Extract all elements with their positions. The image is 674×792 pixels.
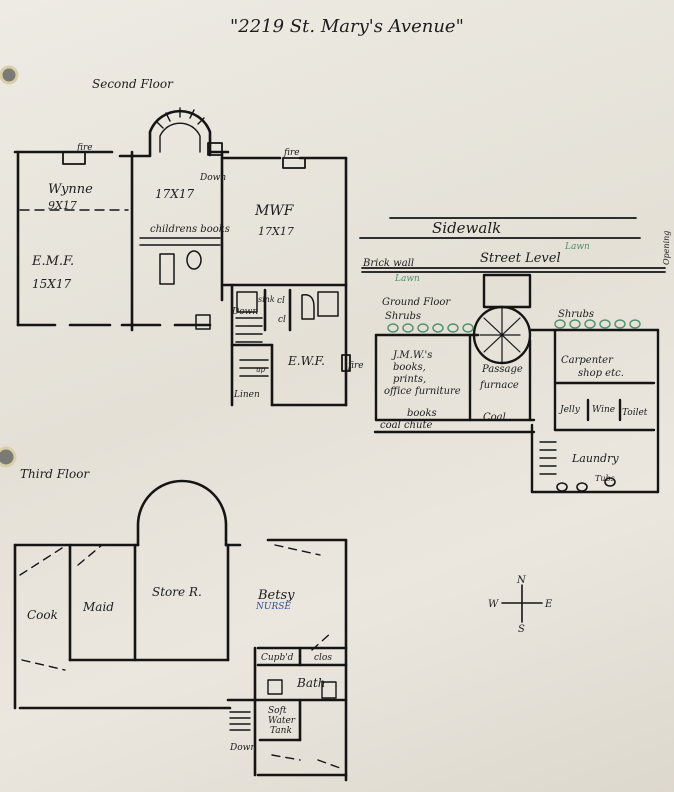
laundry-label: Laundry bbox=[571, 452, 619, 465]
room-emf: E.M.F. bbox=[31, 254, 74, 269]
opening-label: Opening bbox=[662, 231, 671, 265]
third-floor-fixtures bbox=[267, 679, 337, 699]
room-store: Store R. bbox=[152, 585, 202, 599]
room-nurse: NURSE bbox=[255, 602, 291, 612]
down-label-2: Down bbox=[231, 307, 258, 317]
ground-floor-walls bbox=[373, 273, 660, 494]
lawn-label-2: Lawn bbox=[394, 274, 420, 284]
coal-chute-label: coal chute bbox=[380, 420, 432, 431]
closet-label-2: cl bbox=[278, 315, 286, 325]
books-label: books bbox=[407, 408, 437, 419]
lawn-label-1: Lawn bbox=[564, 242, 590, 252]
shrubs-label-1: Shrubs bbox=[385, 311, 421, 322]
carpenter-shop-line2: shop etc. bbox=[578, 368, 624, 379]
room-ewf: E.W.F. bbox=[287, 354, 325, 368]
compass-w: W bbox=[488, 599, 499, 610]
compass-s: S bbox=[518, 624, 525, 635]
fire-label-3: fire bbox=[347, 361, 364, 371]
down-label-3: Down bbox=[229, 743, 256, 753]
jmw-books-line3: prints, bbox=[393, 374, 426, 385]
room-mwf-size: 17X17 bbox=[258, 225, 294, 238]
room-wynne-size: 9X17 bbox=[48, 199, 77, 212]
linen-label: Linen bbox=[233, 390, 260, 400]
binder-hole-top bbox=[0, 65, 19, 85]
closet-label-3: clos bbox=[314, 653, 332, 663]
room-childrens-books: childrens books bbox=[150, 224, 230, 235]
jmw-books-line1: J.M.W.'s bbox=[391, 350, 432, 361]
down-label-1: Down bbox=[199, 173, 226, 183]
second-floor-fixtures bbox=[139, 237, 339, 377]
cupboard-label: Cupb'd bbox=[261, 653, 294, 663]
third-floor-heading: Third Floor bbox=[20, 467, 90, 481]
third-floor-dashed bbox=[19, 544, 341, 769]
fireplace-icons-second bbox=[62, 142, 351, 372]
soft-water-tank-line3: Tank bbox=[270, 726, 292, 736]
passage-label: Passage bbox=[481, 364, 523, 375]
tubs-icons bbox=[556, 477, 616, 492]
sink-label: sink bbox=[258, 295, 275, 304]
jelly-label: Jelly bbox=[558, 405, 581, 415]
stairs-third bbox=[229, 711, 251, 731]
room-maid: Maid bbox=[82, 600, 114, 614]
jmw-books-line4: office furniture bbox=[384, 386, 461, 397]
soft-water-tank-line2: Water bbox=[268, 716, 296, 726]
page-title: "2219 St. Mary's Avenue" bbox=[230, 16, 464, 37]
room-wynne: Wynne bbox=[48, 182, 93, 197]
second-floor-heading: Second Floor bbox=[92, 77, 174, 91]
compass-n: N bbox=[516, 575, 527, 586]
room-mwf: MWF bbox=[254, 203, 295, 219]
street-level-label: Street Level bbox=[480, 251, 561, 266]
binder-hole-bottom bbox=[0, 446, 17, 468]
room-emf-size: 15X17 bbox=[32, 277, 71, 291]
wine-label: Wine bbox=[592, 405, 615, 415]
coal-label: Coal bbox=[483, 412, 506, 423]
second-floor-walls bbox=[13, 107, 348, 407]
jmw-books-line2: books, bbox=[393, 362, 426, 373]
up-label-1: up bbox=[256, 366, 266, 374]
sidewalk-label: Sidewalk bbox=[432, 219, 501, 237]
toilet-label: Toilet bbox=[622, 408, 648, 418]
fire-label-2: fire bbox=[283, 148, 300, 158]
tubs-label: Tubs bbox=[595, 474, 615, 483]
third-floor-walls bbox=[13, 479, 348, 782]
site-lines bbox=[359, 217, 666, 273]
room-betsy: Betsy bbox=[257, 588, 295, 603]
ground-floor-heading: Ground Floor bbox=[382, 297, 451, 308]
closet-label-1: cl bbox=[277, 296, 285, 306]
room-cook: Cook bbox=[27, 608, 58, 622]
brick-wall-label: Brick wall bbox=[362, 258, 414, 269]
shrub-symbols bbox=[387, 319, 641, 333]
carpenter-shop-line1: Carpenter bbox=[561, 355, 614, 366]
fire-label-1: fire bbox=[76, 143, 93, 153]
stairs-ground bbox=[539, 441, 557, 475]
compass-icon bbox=[501, 584, 543, 623]
room-bath: Bath bbox=[296, 676, 326, 690]
soft-water-tank-line1: Soft bbox=[268, 706, 287, 716]
shrubs-label-2: Shrubs bbox=[558, 309, 594, 320]
compass-e: E bbox=[544, 599, 553, 610]
furnace-label: furnace bbox=[479, 380, 519, 391]
room-17x17: 17X17 bbox=[155, 187, 194, 201]
